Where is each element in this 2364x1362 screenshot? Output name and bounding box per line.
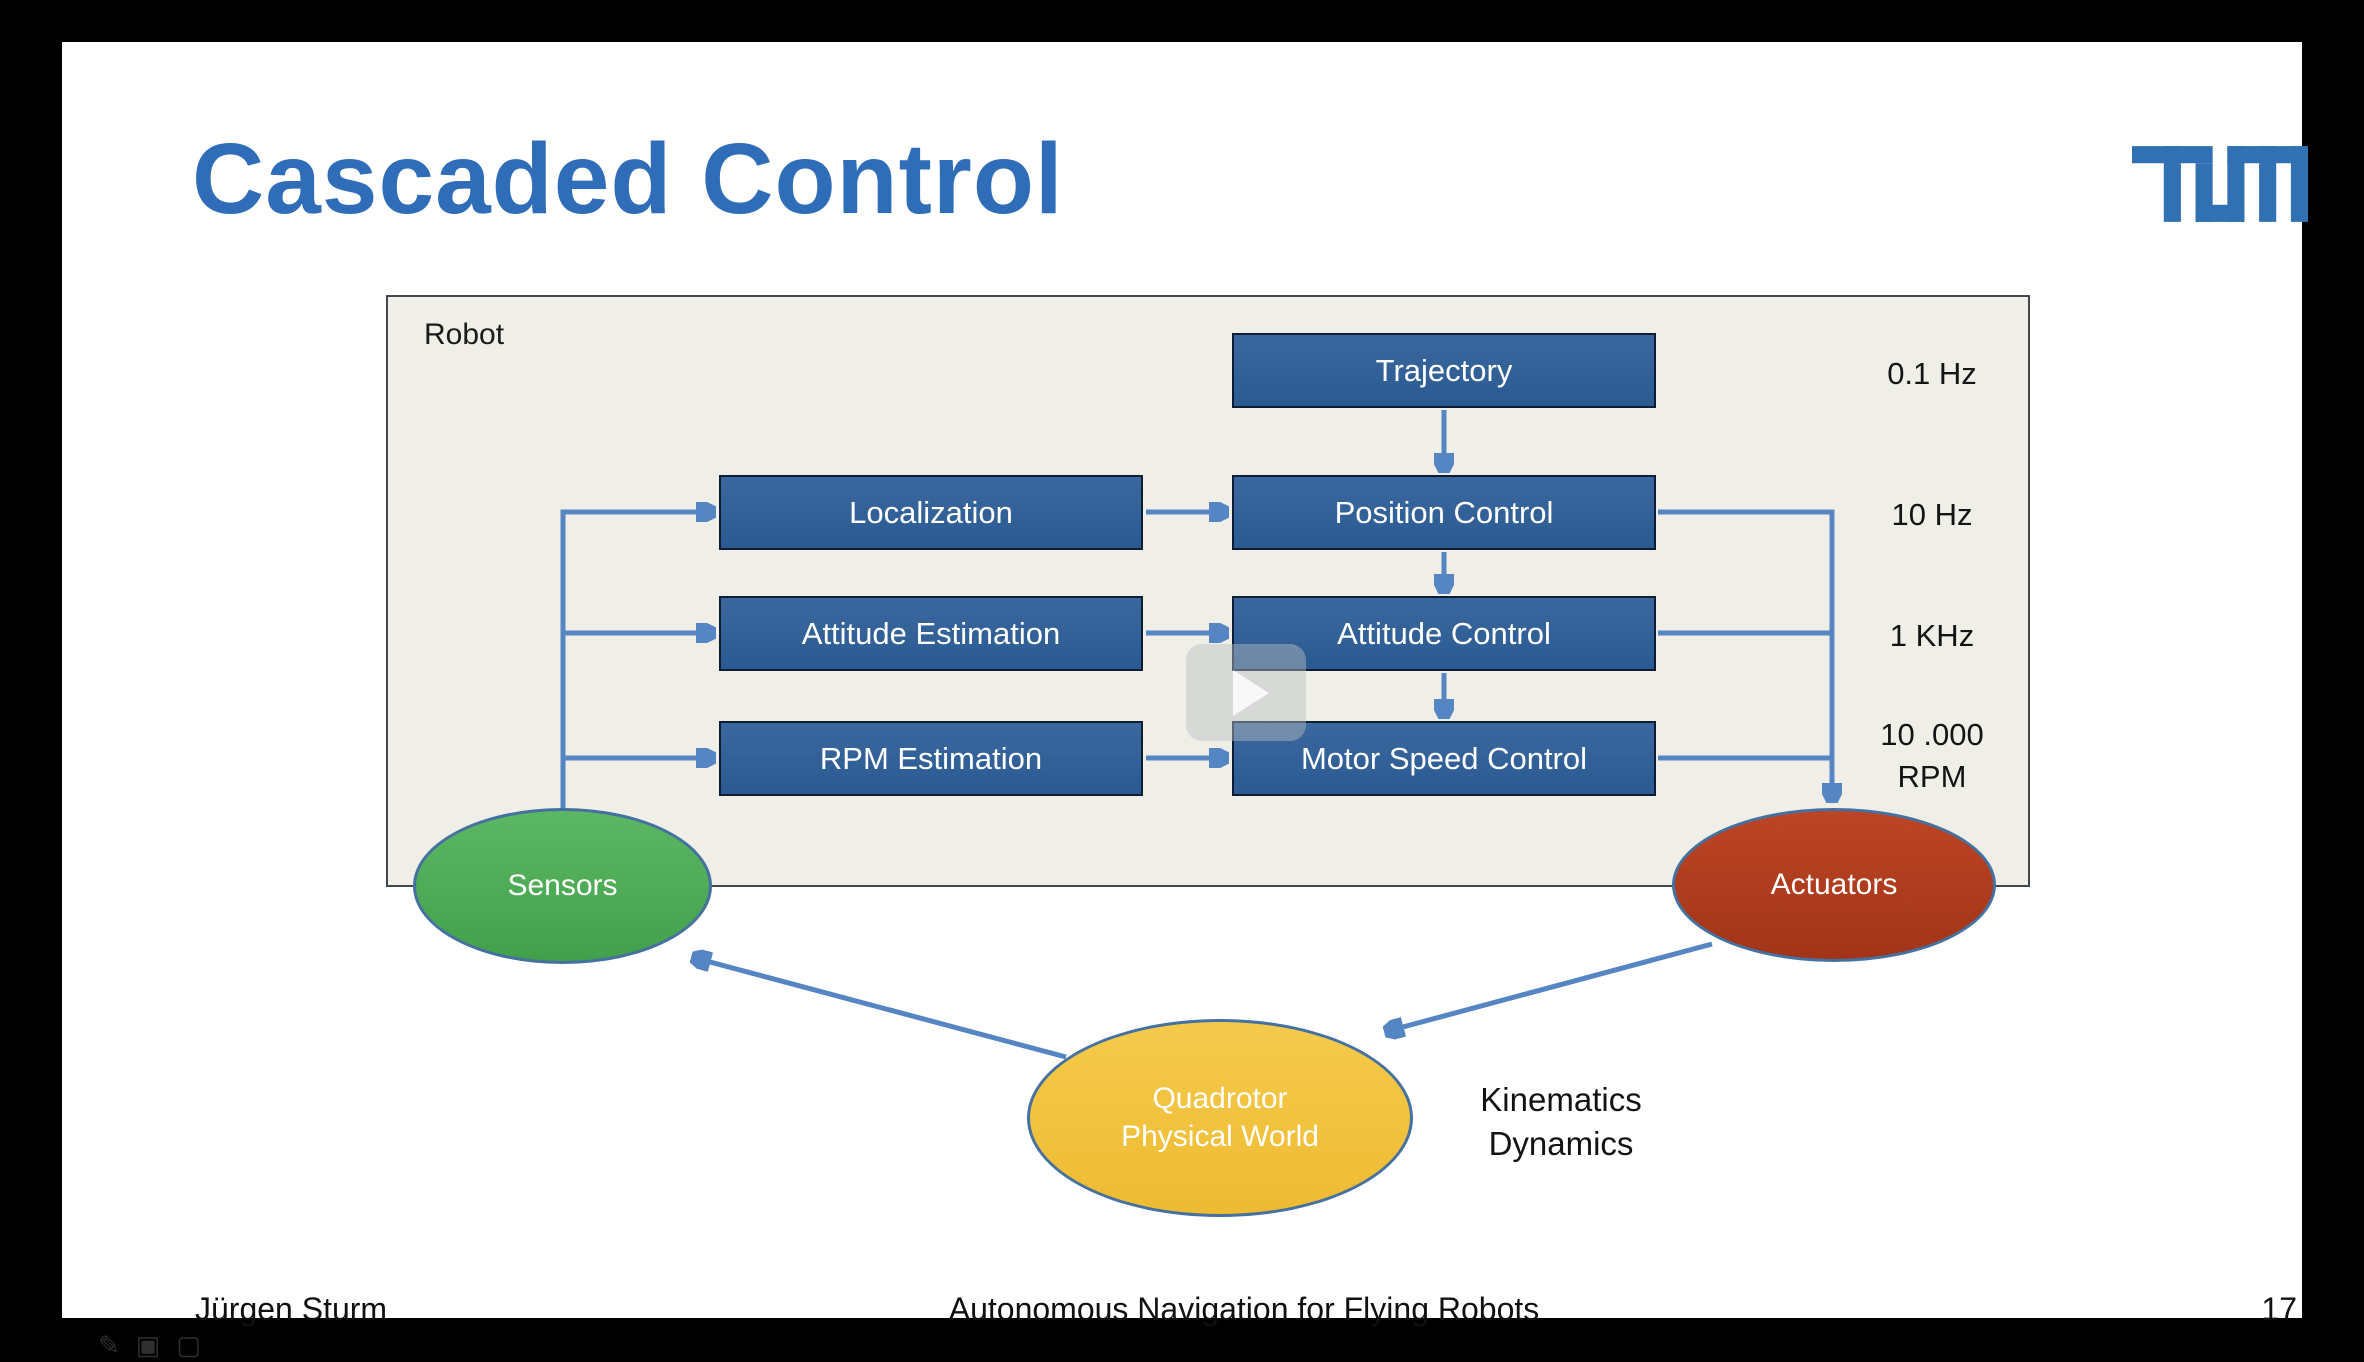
node-localization-label: Localization xyxy=(849,494,1013,530)
kinematics-annotation-line2: Dynamics xyxy=(1488,1125,1634,1162)
footer-author: Jürgen Sturm xyxy=(195,1291,388,1327)
node-attitude-control: Attitude Control xyxy=(1232,596,1656,671)
video-play-button[interactable] xyxy=(1186,644,1306,741)
slide-title: Cascaded Control xyxy=(192,123,1064,235)
node-position-control: Position Control xyxy=(1232,475,1656,550)
rate-motor-speed-line1: 10 .000 xyxy=(1880,717,1984,752)
square-outline-icon[interactable]: ▢ xyxy=(176,1330,201,1360)
node-position-control-label: Position Control xyxy=(1334,494,1554,530)
pencil-icon[interactable]: ✎ xyxy=(98,1330,120,1360)
node-motor-speed-control: Motor Speed Control xyxy=(1232,721,1656,796)
node-trajectory-label: Trajectory xyxy=(1375,352,1513,388)
node-attitude-estimation-label: Attitude Estimation xyxy=(801,615,1061,651)
node-actuators: Actuators xyxy=(1672,808,1996,962)
slide-canvas: Cascaded Control Robot xyxy=(62,42,2308,1360)
rate-attitude-control: 1 KHz xyxy=(1889,618,1975,653)
rate-trajectory: 0.1 Hz xyxy=(1887,356,1977,391)
node-rpm-estimation: RPM Estimation xyxy=(719,721,1143,796)
filled-square-icon[interactable]: ▣ xyxy=(135,1330,161,1360)
tum-logo-icon xyxy=(2132,146,2308,222)
kinematics-annotation: Kinematics Dynamics xyxy=(1411,1078,1711,1166)
node-localization: Localization xyxy=(719,475,1143,550)
node-quadrotor-label-line1: Quadrotor xyxy=(1152,1082,1288,1115)
node-attitude-control-label: Attitude Control xyxy=(1337,615,1551,651)
node-sensors-label: Sensors xyxy=(507,869,618,902)
arrow-quadrotor-to-sensors xyxy=(695,958,1067,1060)
rate-position-control: 10 Hz xyxy=(1891,497,1973,532)
node-sensors: Sensors xyxy=(413,808,712,964)
annotation-toolbar-artifact: ✎ ▣ ▢ xyxy=(98,1330,201,1361)
rate-motor-speed-line2: RPM xyxy=(1897,759,1967,794)
rate-motor-speed: 10 .000 RPM xyxy=(1822,714,2042,798)
node-trajectory: Trajectory xyxy=(1232,333,1656,408)
node-rpm-estimation-label: RPM Estimation xyxy=(819,740,1043,776)
kinematics-annotation-line1: Kinematics xyxy=(1480,1081,1642,1118)
node-quadrotor-physical-world: Quadrotor Physical World xyxy=(1027,1019,1413,1217)
footer-course-title: Autonomous Navigation for Flying Robots xyxy=(948,1291,1540,1327)
robot-container xyxy=(386,295,2030,887)
play-icon xyxy=(1233,669,1269,716)
node-quadrotor-label-line2: Physical World xyxy=(1121,1120,1319,1153)
node-motor-speed-control-label: Motor Speed Control xyxy=(1300,740,1588,776)
arrow-actuators-to-quadrotor xyxy=(1388,941,1713,1031)
node-actuators-label: Actuators xyxy=(1770,868,1898,901)
footer-page-number: 17 xyxy=(2261,1291,2297,1327)
robot-container-label: Robot xyxy=(424,318,505,351)
node-attitude-estimation: Attitude Estimation xyxy=(719,596,1143,671)
